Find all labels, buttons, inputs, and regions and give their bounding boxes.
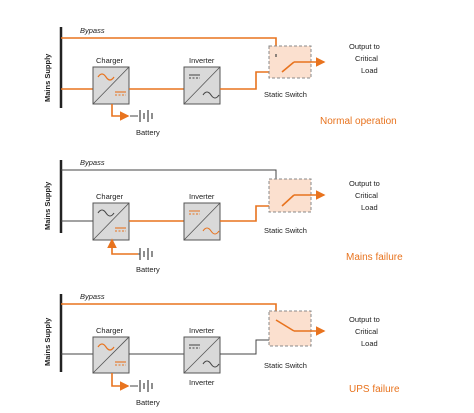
panel-normal-operation: Mains Supply Bypass Charger Inverter [43,26,397,137]
dc-symbol-icon [115,91,126,96]
battery-line [111,104,130,121]
bypass-label: Bypass [80,292,105,301]
bypass-label: Bypass [80,158,105,167]
battery-icon [130,110,153,122]
charger-label: Charger [96,56,124,65]
inverter-label-lower: Inverter [189,378,215,387]
charger-label: Charger [96,326,124,335]
ac-symbol-icon [202,360,220,368]
output-label-line2: Critical [355,54,378,63]
mains-supply-label: Mains Supply [43,181,52,230]
ac-symbol-icon [97,73,115,81]
dc-symbol-icon [189,74,200,79]
output-label-line2: Critical [355,327,378,336]
bypass-line [61,37,277,54]
ac-symbol-icon [97,209,115,217]
ac-symbol-icon [202,227,220,235]
output-label-line1: Output to [349,179,380,188]
status-label: Mains failure [346,252,403,263]
battery-icon [130,380,153,392]
dc-symbol-icon [189,344,200,349]
mains-supply-label: Mains Supply [43,317,52,366]
static-switch-label: Static Switch [264,361,307,370]
static-switch-label: Static Switch [264,90,307,99]
battery-line [107,238,138,255]
output-label-line3: Load [361,66,378,75]
battery-icon [138,248,153,260]
static-switch-box [268,45,312,79]
charger-label: Charger [96,192,124,201]
panel-ups-failure: Mains Supply Bypass Charger Inverter Inv… [43,292,400,407]
battery-label: Battery [136,265,160,274]
status-label: UPS failure [349,384,400,395]
inverter-label: Inverter [189,326,215,335]
mains-supply-label: Mains Supply [43,53,52,102]
dc-symbol-icon [115,227,126,232]
static-switch-label: Static Switch [264,226,307,235]
dc-symbol-icon [115,361,126,366]
bypass-line [61,303,277,320]
output-label-line1: Output to [349,315,380,324]
bypass-line [61,169,277,186]
ac-symbol-icon [202,91,220,99]
battery-label: Battery [136,128,160,137]
output-label-line2: Critical [355,191,378,200]
ac-symbol-icon [97,343,115,351]
status-label: Normal operation [320,116,397,127]
output-label-line3: Load [361,203,378,212]
inverter-label: Inverter [189,56,215,65]
battery-line [111,373,130,391]
bypass-label: Bypass [80,26,105,35]
dc-symbol-icon [189,210,200,215]
inverter-label: Inverter [189,192,215,201]
battery-label: Battery [136,398,160,407]
output-label-line3: Load [361,339,378,348]
panel-mains-failure: Mains Supply Bypass Charger Inverter Sta… [43,158,403,274]
output-label-line1: Output to [349,42,380,51]
